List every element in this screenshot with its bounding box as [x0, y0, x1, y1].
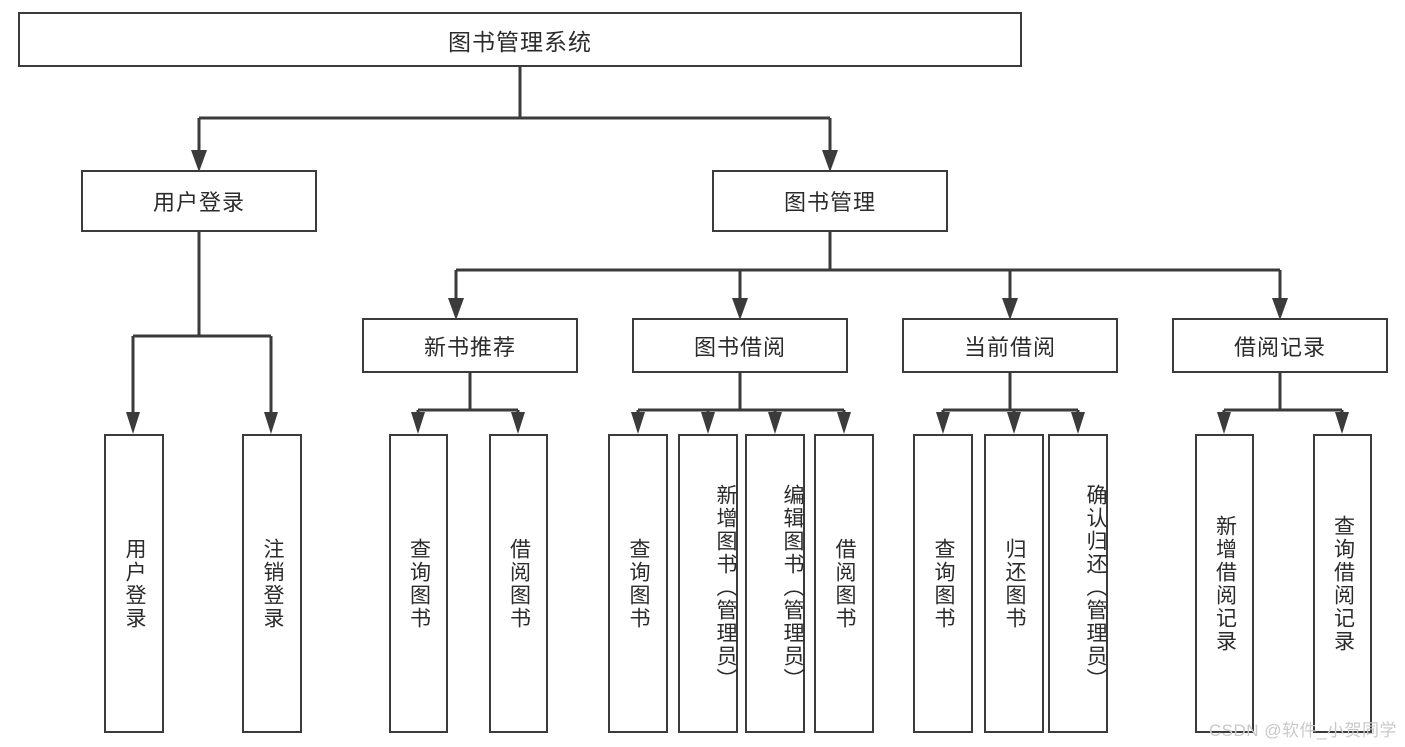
- node-book-manage[interactable]: 图书管理: [712, 170, 948, 232]
- node-root[interactable]: 图书管理系统: [18, 12, 1022, 67]
- node-leaf-borrow-book-1[interactable]: 借阅图书: [489, 434, 548, 733]
- watermark: CSDN @软件_小贺同学: [1208, 721, 1397, 740]
- node-book-borrow[interactable]: 图书借阅: [632, 318, 848, 373]
- node-leaf-query-book-3[interactable]: 查询图书: [913, 434, 973, 733]
- node-new-book-recommend[interactable]: 新书推荐: [362, 318, 578, 373]
- node-leaf-add-record[interactable]: 新增借阅记录: [1195, 434, 1254, 733]
- node-leaf-add-book[interactable]: 新增图书（管理员）: [678, 434, 738, 733]
- node-current-borrow[interactable]: 当前借阅: [902, 318, 1118, 373]
- node-leaf-query-record[interactable]: 查询借阅记录: [1313, 434, 1372, 733]
- node-leaf-edit-book[interactable]: 编辑图书（管理员）: [745, 434, 805, 733]
- node-leaf-confirm-return[interactable]: 确认归还（管理员）: [1048, 434, 1108, 733]
- node-leaf-user-login[interactable]: 用户登录: [104, 434, 164, 733]
- node-user-login[interactable]: 用户登录: [81, 170, 317, 232]
- node-leaf-borrow-book-2[interactable]: 借阅图书: [814, 434, 874, 733]
- node-leaf-user-logout[interactable]: 注销登录: [242, 434, 302, 733]
- node-leaf-return-book[interactable]: 归还图书: [984, 434, 1044, 733]
- node-leaf-query-book-2[interactable]: 查询图书: [608, 434, 668, 733]
- node-borrow-record[interactable]: 借阅记录: [1172, 318, 1388, 373]
- node-leaf-query-book-1[interactable]: 查询图书: [389, 434, 448, 733]
